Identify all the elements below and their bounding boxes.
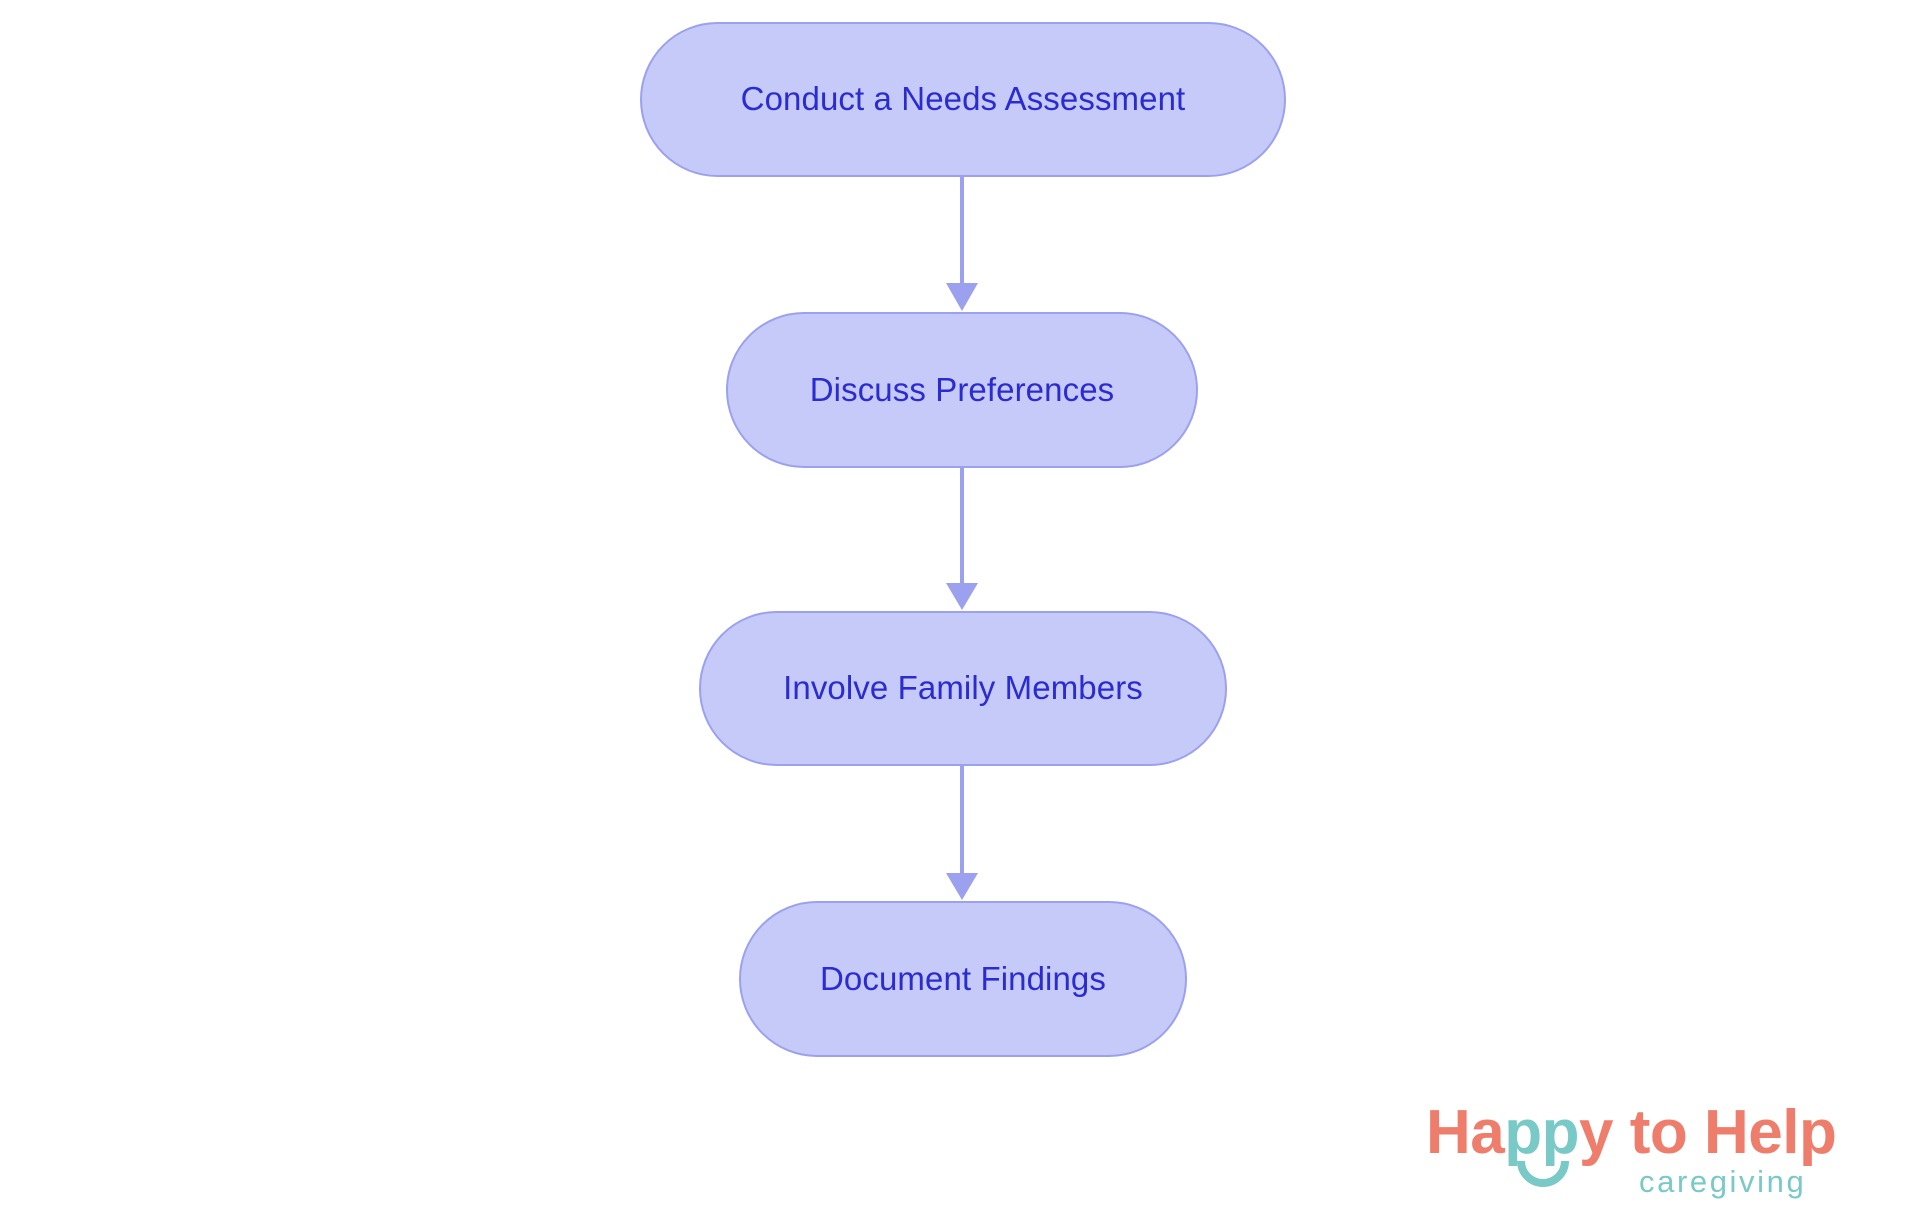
logo-wordmark: Happy to Help	[1426, 1102, 1837, 1164]
flowchart: Conduct a Needs Assessment Discuss Prefe…	[640, 22, 1286, 1057]
node-label: Conduct a Needs Assessment	[740, 80, 1186, 118]
logo-tagline: caregiving	[1639, 1164, 1807, 1199]
flowchart-node-conduct-a-needs-assessment[interactable]: Conduct a Needs Assessment	[640, 22, 1286, 177]
logo-word-part-3: y to Help	[1579, 1098, 1837, 1167]
edge-n3-n4	[946, 766, 978, 900]
logo-word-part-1: Ha	[1426, 1098, 1505, 1167]
flowchart-node-discuss-preferences[interactable]: Discuss Preferences	[726, 312, 1198, 468]
node-label: Discuss Preferences	[809, 370, 1115, 408]
happy-to-help-caregiving-logo: Happy to Help caregiving	[1426, 1102, 1896, 1210]
flowchart-node-involve-family-members[interactable]: Involve Family Members	[699, 611, 1227, 766]
flowchart-node-document-findings[interactable]: Document Findings	[739, 901, 1187, 1057]
edge-n1-n2	[946, 177, 978, 311]
smile-arc-icon	[1517, 1160, 1569, 1187]
logo-word-part-2: pp	[1504, 1098, 1580, 1167]
node-label: Document Findings	[819, 959, 1106, 997]
node-label: Involve Family Members	[783, 669, 1143, 707]
edge-n2-n3	[946, 468, 978, 610]
